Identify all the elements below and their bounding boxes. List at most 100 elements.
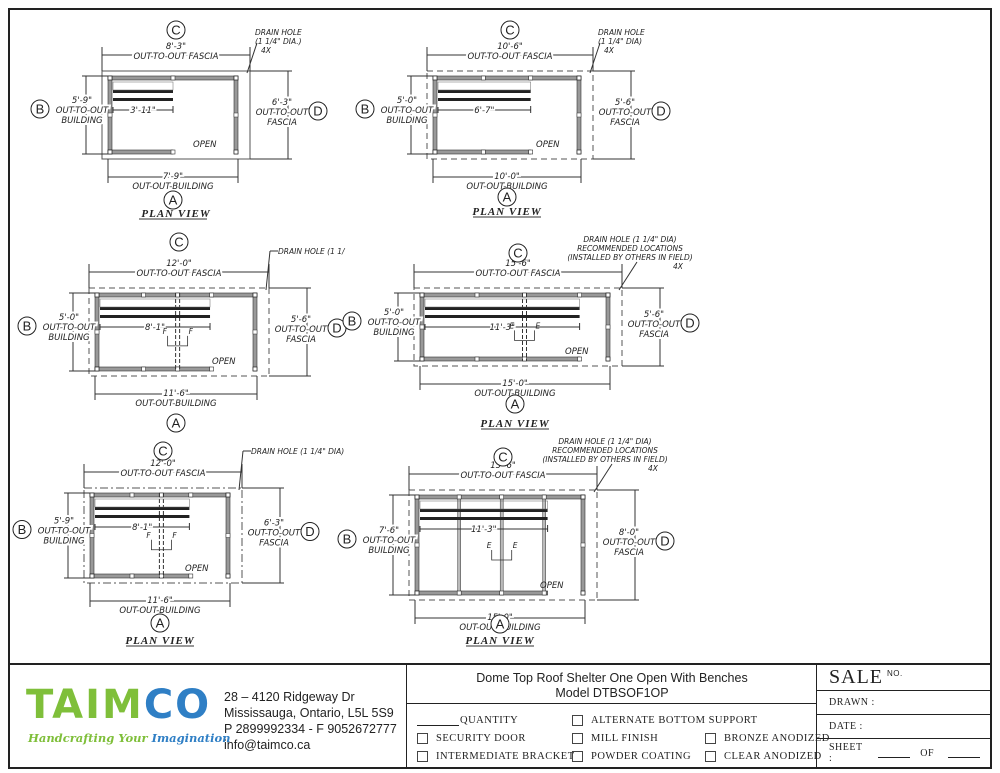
post xyxy=(522,292,527,298)
checkbox[interactable] xyxy=(572,715,583,726)
corner-post xyxy=(252,292,258,298)
drain-hole-note: DRAIN HOLE xyxy=(598,28,645,37)
post xyxy=(188,573,194,579)
bench-slat xyxy=(420,517,548,520)
post xyxy=(499,590,505,596)
sheet-total-blank[interactable] xyxy=(948,748,980,758)
option-powder-coating[interactable]: POWDER COATING xyxy=(572,751,691,762)
corner-post xyxy=(94,366,100,372)
building-depth-label: BUILDING xyxy=(373,328,415,338)
option-label: ALTERNATE BOTTOM SUPPORT xyxy=(591,715,758,726)
open-side-label: OPEN xyxy=(212,357,236,367)
corner-post xyxy=(89,492,95,498)
side-label-a-circle xyxy=(497,187,517,207)
side-label-d: D xyxy=(685,316,694,331)
option-clear-anodized[interactable]: CLEAR ANODIZED xyxy=(705,751,822,762)
fascia-outline xyxy=(101,70,251,160)
side-label-b-circle xyxy=(12,520,32,539)
checkbox[interactable] xyxy=(417,751,428,762)
section-mark-left: F xyxy=(146,531,151,540)
checkbox[interactable] xyxy=(705,733,716,744)
fascia-depth-label: OUT-TO-OUT xyxy=(275,325,328,335)
post xyxy=(419,324,425,330)
building-width-value: 7'-9" xyxy=(163,172,183,182)
option-label: SECURITY DOOR xyxy=(436,733,526,744)
fascia-depth-label: OUT-TO-OUT xyxy=(248,529,301,539)
corner-post xyxy=(576,149,582,155)
side-label-d-circle xyxy=(680,313,700,333)
post xyxy=(141,292,146,298)
option-intermediate-bracket[interactable]: INTERMEDIATE BRACKET xyxy=(417,751,575,762)
drain-hole-leader xyxy=(593,463,613,493)
product-title-block: Dome Top Roof Shelter One Open With Benc… xyxy=(407,671,817,704)
bench-length-label: 11'-3" xyxy=(471,525,497,535)
product-title: Dome Top Roof Shelter One Open With Benc… xyxy=(476,671,748,685)
checkbox[interactable] xyxy=(705,751,716,762)
building-depth-label: BUILDING xyxy=(43,537,85,547)
bench-support xyxy=(424,298,580,308)
post xyxy=(432,112,438,118)
bench-length-label: 11'-3" xyxy=(490,323,516,333)
section-mark-left: F xyxy=(163,327,168,336)
side-label-d-circle xyxy=(651,101,671,121)
company-tagline: Handcrafting Your Imagination xyxy=(28,731,231,745)
fascia-depth-label: FASCIA xyxy=(639,330,669,340)
section-cut-marker xyxy=(514,330,535,341)
option-alternate-bottom-support[interactable]: ALTERNATE BOTTOM SUPPORT xyxy=(572,715,758,726)
drain-hole-leader xyxy=(238,450,244,491)
option-label: POWDER COATING xyxy=(591,751,692,762)
fascia-width-label: OUT-TO-OUT FASCIA xyxy=(134,52,219,62)
side-label-a: A xyxy=(169,193,178,208)
side-label-a-circle xyxy=(505,394,525,414)
front-wall xyxy=(94,366,211,372)
fascia-depth-label: FASCIA xyxy=(267,118,297,128)
sheet-number-blank[interactable] xyxy=(878,748,911,758)
section-mark-left: E xyxy=(510,321,515,330)
building-width-value: 10'-0" xyxy=(494,172,520,182)
fascia-width-label: OUT-TO-OUT FASCIA xyxy=(137,269,222,279)
building-depth-value: 5'-0" xyxy=(59,313,79,323)
side-label-c-circle xyxy=(153,441,173,461)
quantity-field[interactable]: QUANTITY xyxy=(417,715,518,726)
fascia-width-value: 12'-0" xyxy=(166,259,192,269)
option-security-door[interactable]: SECURITY DOOR xyxy=(417,733,526,744)
side-label-c: C xyxy=(498,450,507,465)
side-label-c: C xyxy=(158,444,167,459)
side-label-b-circle xyxy=(17,316,37,336)
option-bronze-anodized[interactable]: BRONZE ANODIZED xyxy=(705,733,830,744)
corner-post xyxy=(414,494,420,500)
drain-hole-leader xyxy=(246,42,258,74)
option-mill-finish[interactable]: MILL FINISH xyxy=(572,733,658,744)
fascia-depth-label: OUT-TO-OUT xyxy=(603,538,656,548)
fascia-width-value: 10'-6" xyxy=(497,42,523,52)
fascia-depth-value: 5'-6" xyxy=(291,315,311,325)
sheet-row[interactable]: SHEET :OF xyxy=(817,739,990,767)
date-label: DATE : xyxy=(829,721,863,732)
post xyxy=(474,356,480,362)
drawn-row[interactable]: DRAWN : xyxy=(817,691,990,715)
side-label-c: C xyxy=(174,235,183,250)
side-label-a-circle xyxy=(166,413,186,433)
date-row[interactable]: DATE : xyxy=(817,715,990,739)
checkbox[interactable] xyxy=(572,751,583,762)
drawn-label: DRAWN : xyxy=(829,697,875,708)
drain-hole-note: (1 1/4" DIA) xyxy=(598,37,642,46)
building-depth-label: OUT-TO-OUT xyxy=(38,527,91,537)
post xyxy=(209,366,214,372)
corner-post xyxy=(432,149,438,155)
building-depth-value: 5'-0" xyxy=(384,308,404,318)
building-depth-label: BUILDING xyxy=(61,116,103,126)
checkbox[interactable] xyxy=(417,733,428,744)
email-link[interactable]: info@taimco.ca xyxy=(224,738,311,752)
fascia-depth-value: 6'-3" xyxy=(272,98,292,108)
fascia-depth-value: 6'-3" xyxy=(264,519,284,529)
bench-length-label: 8'-1" xyxy=(132,523,152,533)
bench-length-label: 8'-1" xyxy=(145,323,165,333)
fascia-depth-value: 8'-0" xyxy=(619,528,639,538)
checkbox[interactable] xyxy=(572,733,583,744)
quantity-input-line[interactable] xyxy=(417,715,459,726)
section-cut-marker xyxy=(491,550,513,561)
